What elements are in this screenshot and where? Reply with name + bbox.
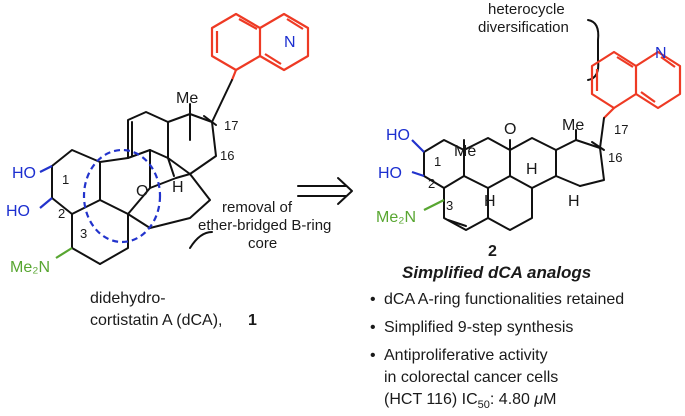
- annotation-removal: removal of ether-bridged B-ring core: [198, 199, 331, 252]
- highlight-circle: [82, 148, 162, 244]
- dca-structure: N H Me O HO HO Me₂N 1: [6, 12, 310, 276]
- bracket-left: [189, 231, 213, 249]
- bullet-3: Antiproliferative activity: [384, 347, 548, 364]
- compound-number-2: 2: [488, 243, 497, 260]
- bullet-dot-1: •: [370, 291, 376, 308]
- nme2-left: Me₂N: [10, 259, 50, 276]
- annotation-line2: ether-bridged B-ring: [198, 217, 331, 234]
- atom-number-16-right: 16: [608, 150, 622, 165]
- methyl-label-right-2: Me: [454, 143, 476, 160]
- bullet-dot-3: •: [370, 347, 376, 364]
- atom-number-3-left: 3: [80, 226, 87, 241]
- h-label-right-1: H: [526, 161, 538, 178]
- nme2-right: Me₂N: [376, 209, 416, 226]
- name-line2: cortistatin A (dCA),: [90, 312, 223, 329]
- bullet-list: • dCA A-ring functionalities retained • …: [370, 291, 624, 411]
- atom-number-16-left: 16: [220, 148, 234, 163]
- h-label-right-3: H: [568, 193, 580, 210]
- ho-bottom-right: HO: [378, 165, 402, 182]
- analog-structure: heterocycle diversification N Me O Me: [376, 1, 682, 282]
- brace-right: [587, 19, 600, 81]
- compound-1-name: didehydro- cortistatin A (dCA), 1: [90, 290, 257, 329]
- annotation-line3: core: [248, 235, 277, 252]
- atom-number-3-right: 3: [446, 198, 453, 213]
- compound-number-1: 1: [248, 312, 257, 329]
- h-label-right-2: H: [484, 193, 496, 210]
- h-label-left: H: [172, 179, 184, 196]
- bullet-3-line2: in colorectal cancer cells: [384, 369, 558, 386]
- top-annotation-line1: heterocycle: [488, 1, 565, 18]
- isoquinoline-left: N: [210, 12, 310, 81]
- atom-number-2-right: 2: [428, 176, 435, 191]
- methyl-label-left: Me: [176, 90, 198, 107]
- isoquinoline-nitrogen: N: [284, 34, 296, 51]
- ho-top-left: HO: [12, 165, 36, 182]
- bullet-3-line3: (HCT 116) IC50: 4.80 μM: [384, 391, 556, 411]
- annotation-line1: removal of: [222, 199, 293, 216]
- analogs-title: Simplified dCA analogs: [402, 263, 591, 282]
- atom-number-17-left: 17: [224, 118, 238, 133]
- atom-number-17-right: 17: [614, 122, 628, 137]
- ether-oxygen: O: [136, 183, 148, 200]
- bullet-2: Simplified 9-step synthesis: [384, 319, 573, 336]
- methyl-label-right-1: Me: [562, 117, 584, 134]
- ho-top-right: HO: [386, 127, 410, 144]
- isoquinoline-right: N: [590, 45, 682, 119]
- isoquinoline-nitrogen-right: N: [655, 45, 667, 62]
- ketone-oxygen: O: [504, 121, 516, 138]
- atom-number-1-left: 1: [62, 172, 69, 187]
- bullet-dot-2: •: [370, 319, 376, 336]
- name-line1: didehydro-: [90, 290, 166, 307]
- atom-number-2-left: 2: [58, 206, 65, 221]
- top-annotation-line2: diversification: [478, 19, 569, 36]
- atom-number-1-right: 1: [434, 154, 441, 169]
- bullet-1: dCA A-ring functionalities retained: [384, 291, 624, 308]
- retrosynthetic-arrow: [297, 177, 353, 205]
- ho-bottom-left: HO: [6, 203, 30, 220]
